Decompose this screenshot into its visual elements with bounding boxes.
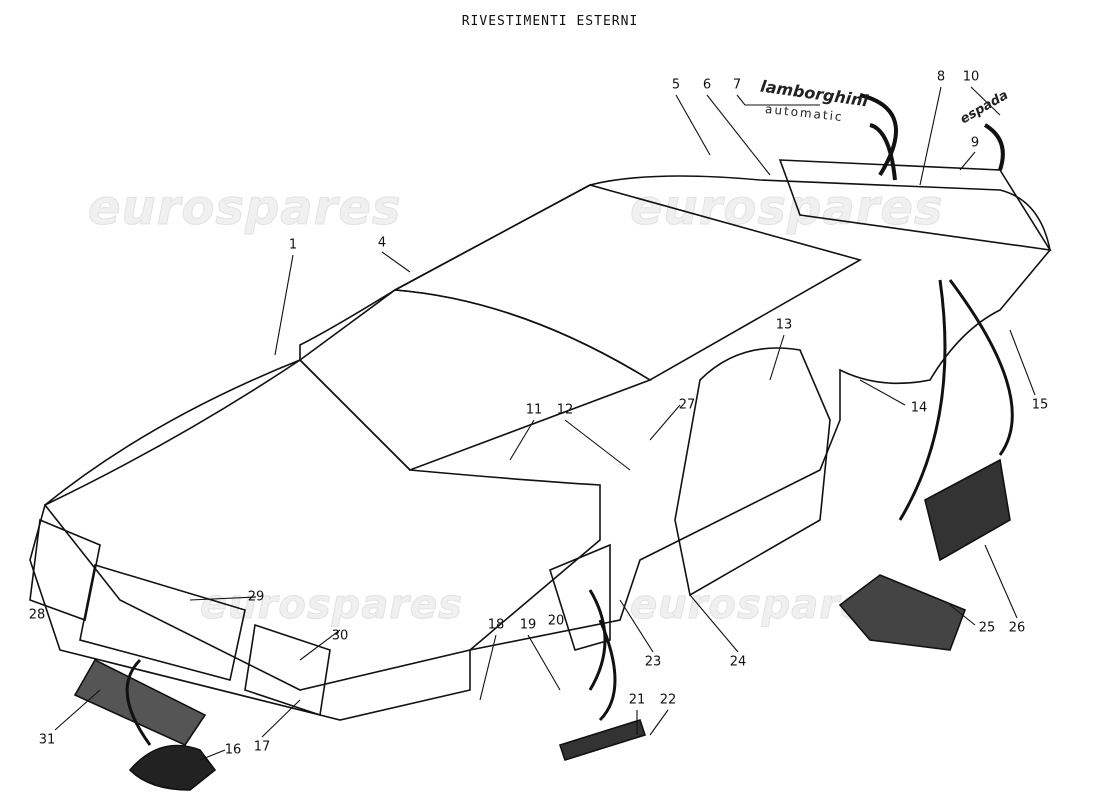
hood <box>43 358 601 691</box>
roof <box>392 184 863 381</box>
callout-15: 15 <box>1031 397 1049 413</box>
headlight-right <box>244 623 331 717</box>
callout-5: 5 <box>671 77 681 93</box>
watermark: eurospares <box>88 180 402 237</box>
car-body-outline <box>29 175 1051 721</box>
callout-29: 29 <box>247 589 265 605</box>
callout-30: 30 <box>331 628 349 644</box>
callout-24: 24 <box>729 654 747 670</box>
grille <box>79 563 246 681</box>
door <box>674 347 831 597</box>
diagram-title: RIVESTIMENTI ESTERNI <box>461 14 639 29</box>
callout-6: 6 <box>702 77 712 93</box>
callout-20: 20 <box>547 613 565 629</box>
callout-21: 21 <box>628 692 646 708</box>
callout-25: 25 <box>978 620 996 636</box>
callout-19: 19 <box>519 617 537 633</box>
callout-22: 22 <box>659 692 677 708</box>
callout-28: 28 <box>28 607 46 623</box>
callout-12: 12 <box>556 402 574 418</box>
callout-18: 18 <box>487 617 505 633</box>
callout-11: 11 <box>525 402 543 418</box>
callout-27: 27 <box>678 397 696 413</box>
emblem-shield <box>128 744 217 791</box>
vent-grille-26 <box>924 458 1011 562</box>
windshield <box>298 289 652 471</box>
badge-plate-22 <box>558 719 647 761</box>
fender-panel-20 <box>549 543 611 651</box>
callout-17: 17 <box>253 739 271 755</box>
callout-16: 16 <box>224 742 242 758</box>
callout-9: 9 <box>970 135 980 151</box>
callout-14: 14 <box>910 400 928 416</box>
callout-7: 7 <box>732 77 742 93</box>
callout-4: 4 <box>377 235 387 251</box>
callout-23: 23 <box>644 654 662 670</box>
callout-31: 31 <box>38 732 56 748</box>
vent-grille-25 <box>838 574 967 651</box>
headlight-left <box>29 518 101 622</box>
front-grille-piece <box>73 658 207 747</box>
callout-8: 8 <box>936 69 946 85</box>
callout-10: 10 <box>962 69 980 85</box>
callout-1: 1 <box>288 237 298 253</box>
callout-13: 13 <box>775 317 793 333</box>
rear-window <box>778 159 1052 252</box>
callout-26: 26 <box>1008 620 1026 636</box>
